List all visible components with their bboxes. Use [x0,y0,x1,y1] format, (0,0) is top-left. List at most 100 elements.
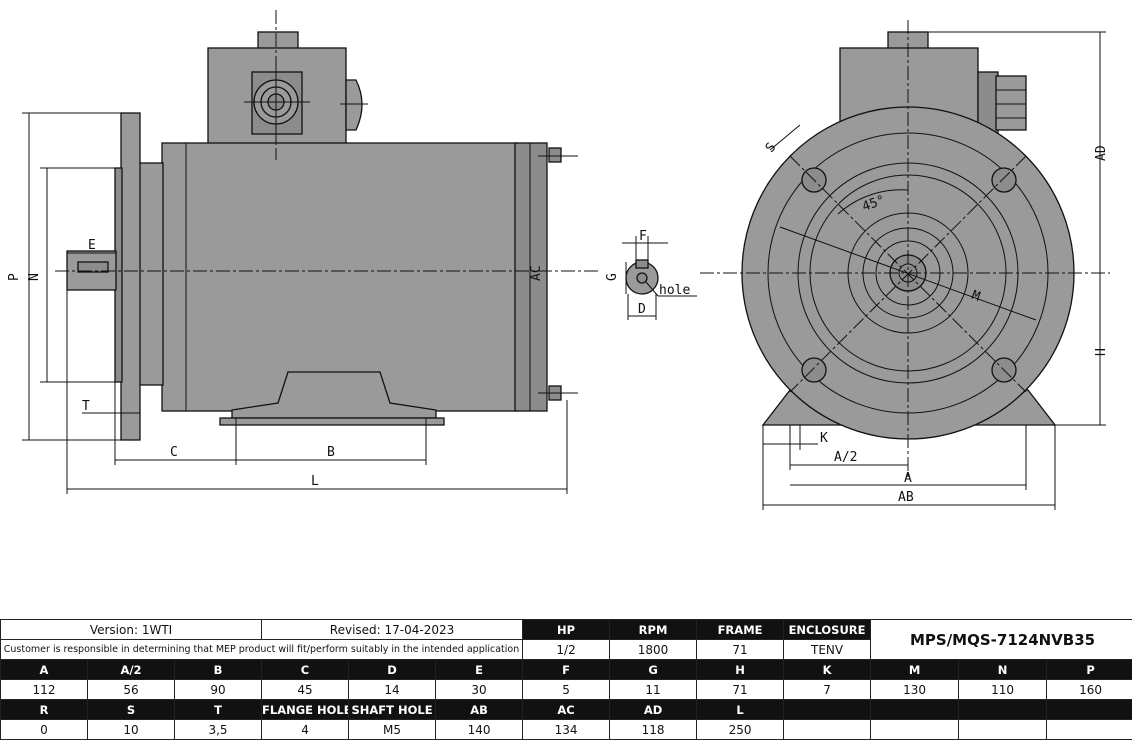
dimension-value-cell: 90 [173,679,263,700]
revised-cell: Revised: 17-04-2023 [261,619,524,640]
dimension-header-cell: G [609,659,698,680]
dimension-header-cell: A [0,659,88,680]
version-cell: Version: 1WTI [0,619,263,640]
dim-label-AB: AB [898,490,914,505]
spec-value-rpm: 1800 [609,639,698,660]
dimension-header-cell: C [261,659,350,680]
dimension-header-cell [870,699,960,720]
dim-label-T: T [82,399,90,414]
shaft-detail: F G D hole [605,229,697,320]
dim-label-B: B [327,445,335,460]
dimension-header-cell: B [173,659,263,680]
shaft-hole [636,272,648,284]
dimension-header-cell [1046,699,1132,720]
side-plug [345,79,363,131]
motor-body [161,142,519,412]
front-gland-nut [995,75,1027,131]
dim-label-S: S [763,140,780,156]
dimension-header-cell: E [435,659,524,680]
side-view: P N E T C B L AC [7,10,600,494]
motor-dimension-drawing: P N E T C B L AC F G D [7,10,1110,510]
flange-neck [138,162,164,386]
dimension-header-cell: A/2 [87,659,175,680]
dimension-value-cell: 110 [958,679,1048,700]
spec-value-hp: 1/2 [522,639,611,660]
dimension-header-cell [958,699,1048,720]
dimension-value-cell: 140 [435,719,524,740]
flange [120,112,141,441]
bolt-hole-bl [801,357,827,383]
dim-label-N: N [27,273,42,281]
dimension-value-cell: 160 [1046,679,1132,700]
dimension-value-cell: M5 [348,719,437,740]
dimension-value-cell: 71 [696,679,785,700]
dimension-value-cell [958,719,1048,740]
dimension-value-cell: 250 [696,719,785,740]
dim-label-A: A [904,471,912,486]
dim-label-P: P [7,273,22,281]
dim-label-AC: AC [529,265,544,281]
dimension-header-cell: SHAFT HOLE [348,699,437,720]
dimension-value-cell: 5 [522,679,611,700]
dim-label-E: E [88,238,96,253]
foot-base [219,417,445,426]
spec-table: Version: 1WTI Revised: 17-04-2023 HP RPM… [0,619,1132,740]
dimension-value-cell: 134 [522,719,611,740]
bolt-top [548,147,562,163]
hole-label: hole [659,283,690,298]
dimension-header-cell: P [1046,659,1132,680]
shaft-keyway [635,259,649,269]
dimension-header-cell: M [870,659,960,680]
dim-label-H: H [1094,348,1109,356]
dimension-header-cell: L [696,699,785,720]
dimension-header-cell [783,699,872,720]
dimension-header-cell: D [348,659,437,680]
dim-label-G: G [605,273,620,281]
dimension-header-cell: N [958,659,1048,680]
dimension-value-cell: 10 [87,719,175,740]
front-view: S 45° M AD H K A/2 A AB [700,20,1110,510]
dim-label-AD: AD [1094,145,1109,161]
dimension-value-cell: 130 [870,679,960,700]
dimension-value-cell [870,719,960,740]
dimension-header-cell: AC [522,699,611,720]
dimension-value-cell: 45 [261,679,350,700]
spec-header-hp: HP [522,619,611,640]
disclaimer-cell: Customer is responsible in determining t… [0,639,524,660]
dimension-header-cell: R [0,699,88,720]
dimension-value-cell: 112 [0,679,88,700]
dimension-header-cell: H [696,659,785,680]
dim-label-F: F [639,229,647,244]
spec-header-enclosure: ENCLOSURE [783,619,872,640]
dimension-header-cell: AD [609,699,698,720]
dimension-value-cell [783,719,872,740]
dimension-value-cell: 3,5 [173,719,263,740]
terminal-box-cap [257,31,299,51]
dimension-value-cell: 118 [609,719,698,740]
rear-endcap [514,142,548,412]
dimension-value-cell: 0 [0,719,88,740]
model-number: MPS/MQS-7124NVB35 [870,619,1132,660]
dim-label-D: D [638,302,646,317]
dim-label-K: K [820,431,828,446]
dim-label-A2: A/2 [834,450,857,465]
spec-value-frame: 71 [696,639,785,660]
dimension-value-cell [1046,719,1132,740]
shaft-key [77,261,109,273]
dimension-value-cell: 4 [261,719,350,740]
dimension-header-cell: K [783,659,872,680]
dimension-header-cell: FLANGE HOLE [261,699,350,720]
dimension-value-cell: 7 [783,679,872,700]
spec-value-enclosure: TENV [783,639,872,660]
dimension-value-cell: 56 [87,679,175,700]
dimension-header-cell: S [87,699,175,720]
spec-header-rpm: RPM [609,619,698,640]
dimension-header-cell: AB [435,699,524,720]
dimension-value-cell: 30 [435,679,524,700]
dimension-value-cell: 14 [348,679,437,700]
dim-label-L: L [311,474,319,489]
